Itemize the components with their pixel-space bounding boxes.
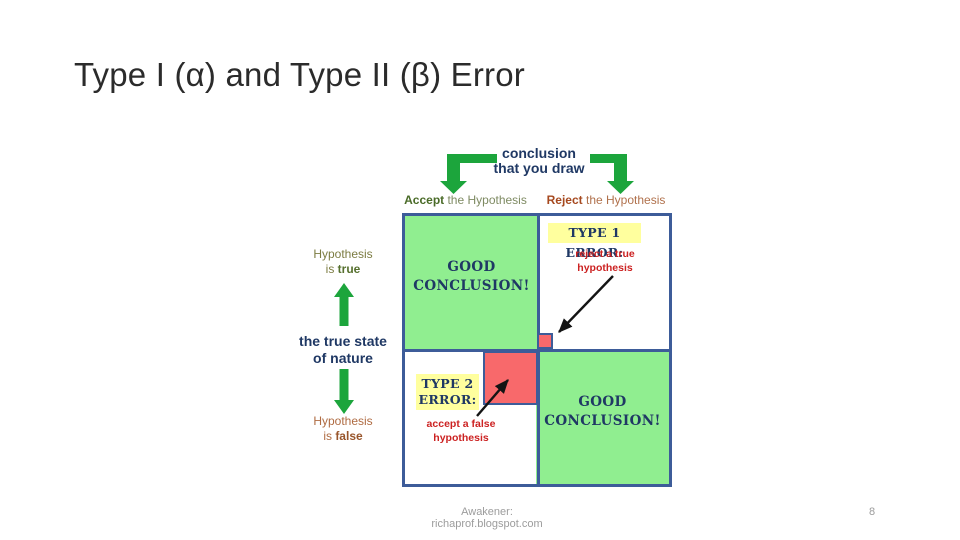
hypothesis-true-line2: is true <box>325 262 361 276</box>
footer-credit: Awakener: richaprof.blogspot.com <box>431 506 543 530</box>
axis-label-line1: the true state <box>299 333 387 349</box>
accept-label-bold: Accept <box>404 193 445 207</box>
hypothesis-true-line1: Hypothesis <box>313 247 373 261</box>
conclusion-caption-line2: that you draw <box>493 160 585 176</box>
accept-label-rest: the Hypothesis <box>444 193 527 207</box>
true-state-of-nature-label: the true state of nature <box>277 333 409 366</box>
axis-label-line2: of nature <box>313 349 373 366</box>
matrix-horizontal-divider <box>405 348 669 352</box>
column-header-reject: Reject the Hypothesis <box>541 192 671 208</box>
type1-error-label: TYPE 1 ERROR: <box>548 223 641 260</box>
reject-label-bold: Reject <box>546 193 583 207</box>
up-arrow-icon <box>334 283 354 326</box>
reject-label-rest: the Hypothesis <box>582 193 666 207</box>
cell-accept-true-good <box>405 216 538 350</box>
down-arrow-icon <box>334 369 354 414</box>
page-number: 8 <box>868 506 876 518</box>
type2-error-region <box>483 351 538 405</box>
good-conclusion-top-text: GOOD CONCLUSION! <box>413 259 530 294</box>
hypothesis-false-line2: is false <box>323 429 363 443</box>
page-title: Type I (α) and Type II (β) Error <box>74 56 525 93</box>
row-label-hypothesis-false: Hypothesis is false <box>293 414 393 444</box>
row-label-hypothesis-true: Hypothesis is true <box>293 247 393 277</box>
type2-error-label: TYPE 2 ERROR: <box>416 374 479 410</box>
error-matrix: GOOD CONCLUSION! TYPE 1 ERROR: reject a … <box>402 213 672 487</box>
column-header-accept: Accept the Hypothesis <box>399 192 532 208</box>
type1-error-region <box>537 333 553 349</box>
conclusion-caption-line1: conclusion <box>502 145 576 161</box>
hypothesis-false-line1: Hypothesis <box>313 414 373 428</box>
good-conclusion-bottom-text: GOOD CONCLUSION! <box>544 394 661 429</box>
type1-error-description: reject a true hypothesis <box>575 248 635 274</box>
conclusion-caption: conclusion that you draw <box>459 146 619 176</box>
cell-reject-false-good <box>536 349 669 484</box>
type2-error-description: accept a false hypothesis <box>426 418 496 444</box>
